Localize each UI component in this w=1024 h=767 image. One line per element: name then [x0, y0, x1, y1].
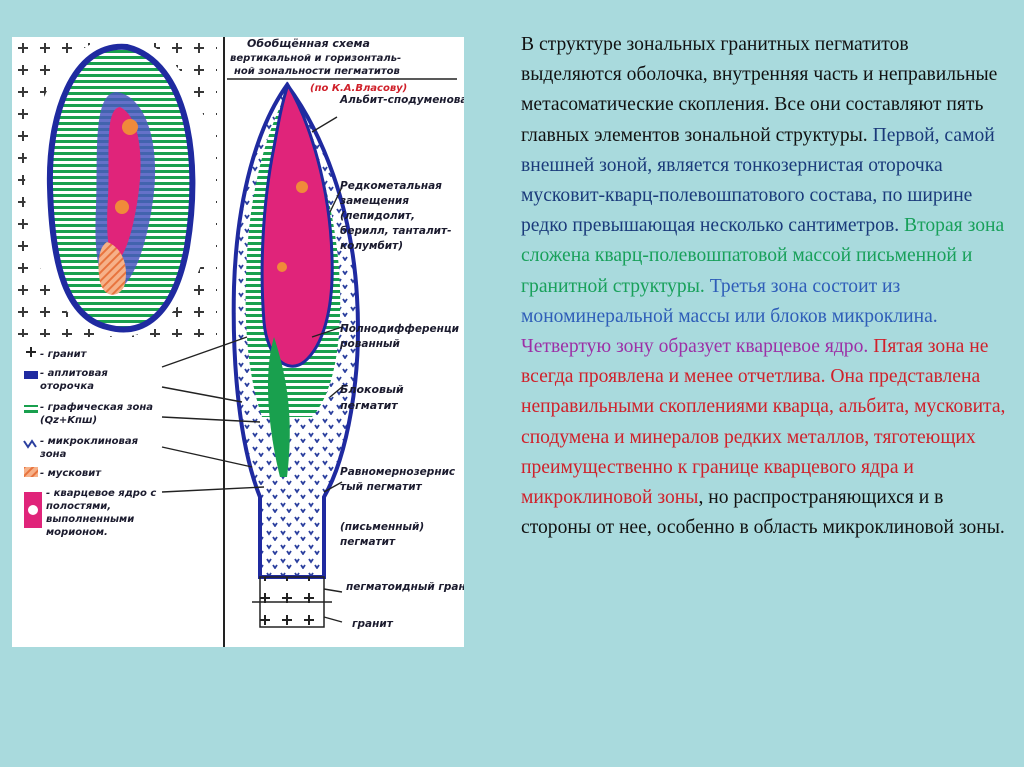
legend-label-3: - микроклиновая зона — [40, 436, 139, 460]
label-uniform: Равномернозернистый пегматит — [340, 466, 456, 493]
label-block: Блоковый пегматит — [340, 383, 404, 412]
title-author: (по К.А.Власову) — [310, 83, 407, 94]
diagram-svg: Обобщённая схема вертикальной и горизонт… — [12, 37, 464, 647]
legend-label-1: - аплитовая оторочка — [40, 368, 108, 392]
title-line-1: Обобщённая схема — [247, 37, 370, 50]
legend-label-5: - кварцевое ядро с полостями, выполненны… — [46, 488, 157, 538]
title-line-2: вертикальной и горизонталь- — [230, 53, 401, 64]
legend-swatch-graphic — [24, 405, 38, 415]
text-zone-5: Пятая зона не всегда проявлена и менее о… — [521, 336, 1006, 509]
legend-label-4: - мусковит — [40, 468, 102, 479]
text-zone-3: Третья зона состоит из мономинеральной м… — [521, 275, 938, 327]
label-albite: Альбит-сподуменовая — [339, 94, 464, 106]
text-outro: , но распространяющихся и в стороны от н… — [521, 487, 1005, 539]
pegmatite-diagram: Обобщённая схема вертикальной и горизонт… — [12, 37, 464, 647]
label-pegmatoid: пегматоидный гранит — [346, 581, 464, 593]
legend-label-0: - гранит — [40, 349, 88, 360]
description-text: В структуре зональных гранитных пегматит… — [521, 30, 1011, 543]
legend-swatch-granite — [26, 347, 36, 357]
right-labels: Альбит-сподуменовая Редкометальная замещ… — [339, 94, 464, 630]
label-full-diff: Полнодифференцированный — [340, 323, 459, 350]
label-graphic: (письменный) пегматит — [340, 521, 425, 548]
diagram-title: Обобщённая схема вертикальной и горизонт… — [223, 37, 457, 647]
horizontal-section — [46, 43, 196, 333]
title-line-3: ной зональности пегматитов — [234, 66, 400, 77]
text-zone-4: Четвертую зону образует кварцевое ядро. — [521, 336, 874, 358]
label-granite: гранит — [352, 618, 394, 630]
legend-label-2: - графическая зона (Qz+Kпш) — [40, 402, 154, 426]
text-zone-1: Первой, самой внешней зоной, является то… — [521, 124, 995, 237]
pointer-lines — [161, 116, 343, 623]
legend-swatch-muscovite — [24, 467, 38, 477]
legend-swatch-aplite — [24, 371, 38, 379]
legend: - гранит - аплитовая оторочка - графичес… — [23, 347, 157, 538]
text-intro: В структуре зональных гранитных пегматит… — [521, 34, 998, 146]
legend-swatch-microcline — [23, 439, 37, 449]
text-zone-2: Вторая зона сложена кварц-полевошпатовой… — [521, 215, 1005, 297]
label-rare-metal: Редкометальная замещения (лепидолит, бер… — [340, 180, 452, 252]
